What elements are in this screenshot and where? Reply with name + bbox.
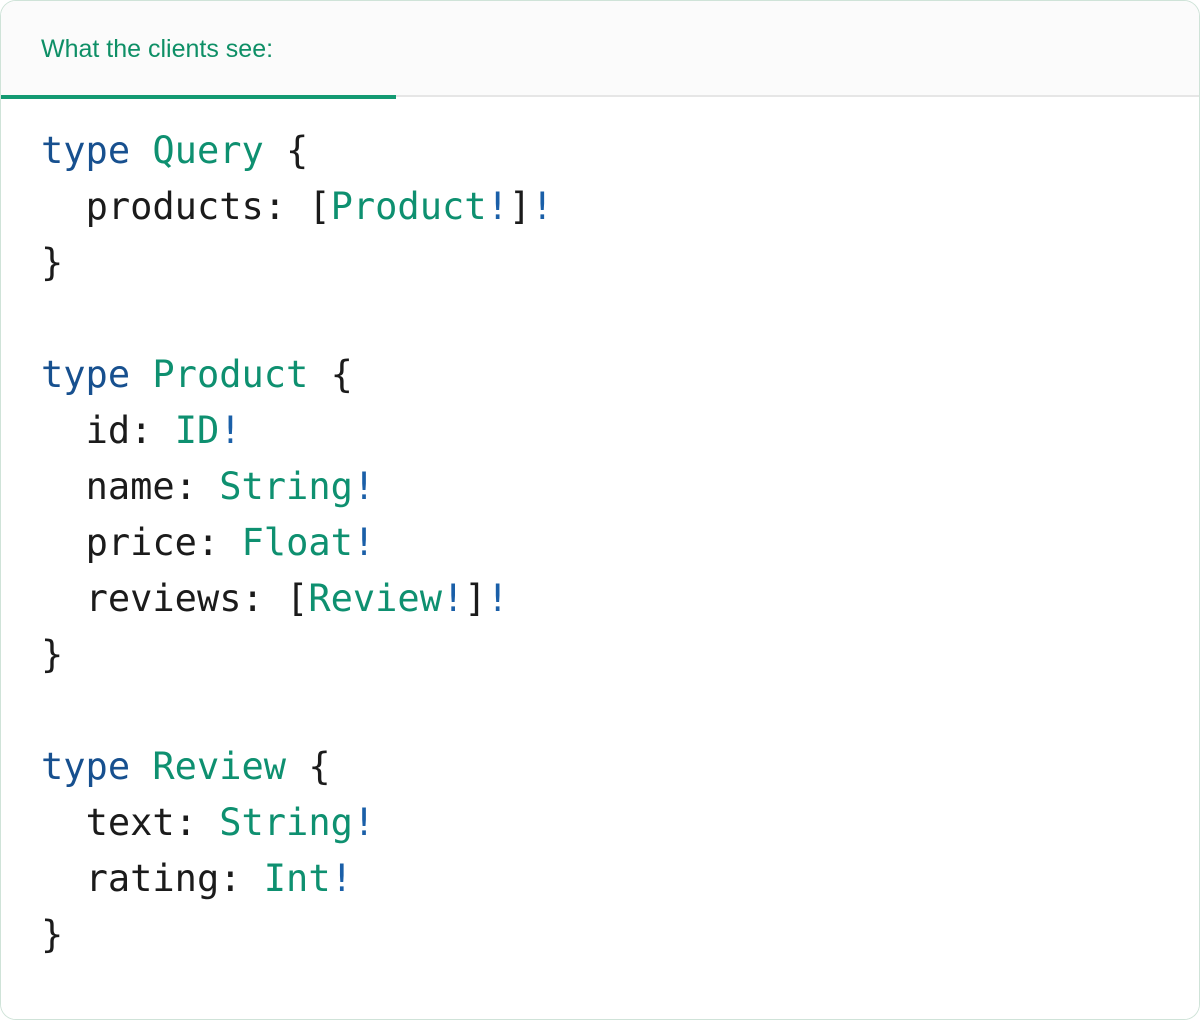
code-token-type: ID (174, 409, 220, 452)
code-token-name: price (85, 521, 197, 564)
code-token-punc: : [ (241, 577, 309, 620)
code-token-punc (41, 801, 86, 844)
code-line (41, 291, 1199, 347)
code-token-bang: ! (352, 801, 376, 844)
code-line: id: ID! (41, 403, 1199, 459)
code-token-punc: } (41, 913, 64, 956)
code-token-type: Int (263, 857, 331, 900)
code-line: name: String! (41, 459, 1199, 515)
code-token-type: Float (241, 521, 353, 564)
code-token-punc: { (263, 129, 309, 172)
code-token-type: Review (152, 745, 287, 788)
code-line: type Review { (41, 739, 1199, 795)
code-token-bang: ! (486, 577, 509, 620)
code-token-bang: ! (352, 465, 376, 508)
code-area: type Query { products: [Product!]!} type… (1, 97, 1199, 1019)
code-token-punc (41, 185, 86, 228)
code-token-name: reviews (85, 577, 242, 620)
code-token-punc: } (41, 241, 64, 284)
code-token-punc: : (174, 801, 220, 844)
code-token-type: Query (152, 129, 264, 172)
code-token-punc: ] (508, 185, 532, 228)
code-line: type Query { (41, 123, 1199, 179)
code-token-bang: ! (441, 577, 465, 620)
code-line: } (41, 627, 1199, 683)
code-token-bang: ! (486, 185, 509, 228)
tab-what-the-clients-see[interactable]: What the clients see: (1, 1, 396, 99)
code-token-bang: ! (330, 857, 353, 900)
code-line: } (41, 235, 1199, 291)
tab-label: What the clients see: (41, 34, 274, 63)
code-line: text: String! (41, 795, 1199, 851)
code-token-name: id (85, 409, 131, 452)
code-token-punc: ] (464, 577, 487, 620)
code-token-name: name (85, 465, 175, 508)
code-token-punc (41, 465, 86, 508)
code-token-punc (130, 129, 152, 172)
code-token-punc (41, 409, 86, 452)
code-token-punc (130, 353, 152, 396)
code-token-punc: } (41, 633, 64, 676)
code-token-punc (41, 577, 86, 620)
code-token-punc (41, 521, 86, 564)
code-token-punc: : (174, 465, 220, 508)
code-line: } (41, 907, 1199, 963)
code-token-type: Product (330, 185, 487, 228)
code-line: rating: Int! (41, 851, 1199, 907)
code-token-punc: { (308, 353, 353, 396)
code-token-kw: type (41, 129, 131, 172)
code-token-name: rating (85, 857, 220, 900)
code-token-punc: : (219, 857, 264, 900)
code-token-type: Product (152, 353, 309, 396)
code-token-punc: : [ (263, 185, 331, 228)
code-line: type Product { (41, 347, 1199, 403)
code-token-type: String (219, 465, 353, 508)
code-line (41, 683, 1199, 739)
graphql-schema-code: type Query { products: [Product!]!} type… (1, 123, 1199, 963)
code-line: reviews: [Review!]! (41, 571, 1199, 627)
code-line: price: Float! (41, 515, 1199, 571)
code-token-punc (41, 857, 86, 900)
code-token-bang: ! (531, 185, 554, 228)
code-token-kw: type (41, 353, 131, 396)
code-token-type: String (219, 801, 353, 844)
code-token-type: Review (308, 577, 442, 620)
code-token-punc: { (286, 745, 331, 788)
code-token-kw: type (41, 745, 131, 788)
tab-active-underline (1, 95, 396, 99)
code-token-name: text (85, 801, 175, 844)
code-token-punc: : (130, 409, 175, 452)
code-token-bang: ! (219, 409, 242, 452)
code-token-punc: : (196, 521, 242, 564)
panel-header: What the clients see: (1, 1, 1199, 99)
code-token-bang: ! (352, 521, 376, 564)
code-token-punc (130, 745, 152, 788)
code-token-name: products (85, 185, 264, 228)
code-line: products: [Product!]! (41, 179, 1199, 235)
